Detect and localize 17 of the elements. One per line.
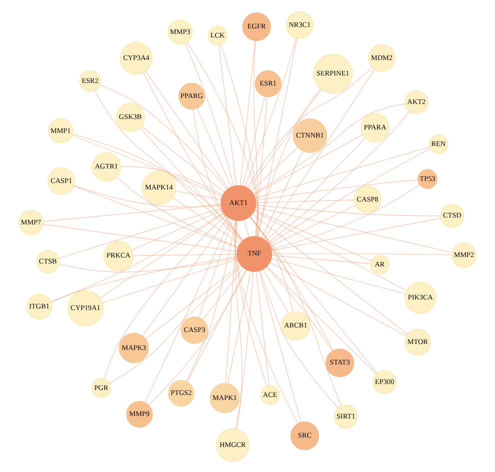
connector [268, 110, 410, 243]
connector [268, 148, 430, 244]
connector [50, 212, 224, 302]
connector [266, 266, 333, 351]
connector [99, 84, 228, 190]
connector [145, 70, 229, 189]
connector [116, 176, 238, 248]
connector [100, 212, 224, 298]
connector [139, 127, 243, 241]
connector [74, 185, 238, 248]
connector [109, 265, 242, 384]
connector [266, 266, 377, 374]
connector [244, 37, 297, 186]
connector [104, 214, 226, 379]
connector [94, 90, 242, 242]
connector [264, 68, 375, 239]
connector [144, 218, 232, 402]
